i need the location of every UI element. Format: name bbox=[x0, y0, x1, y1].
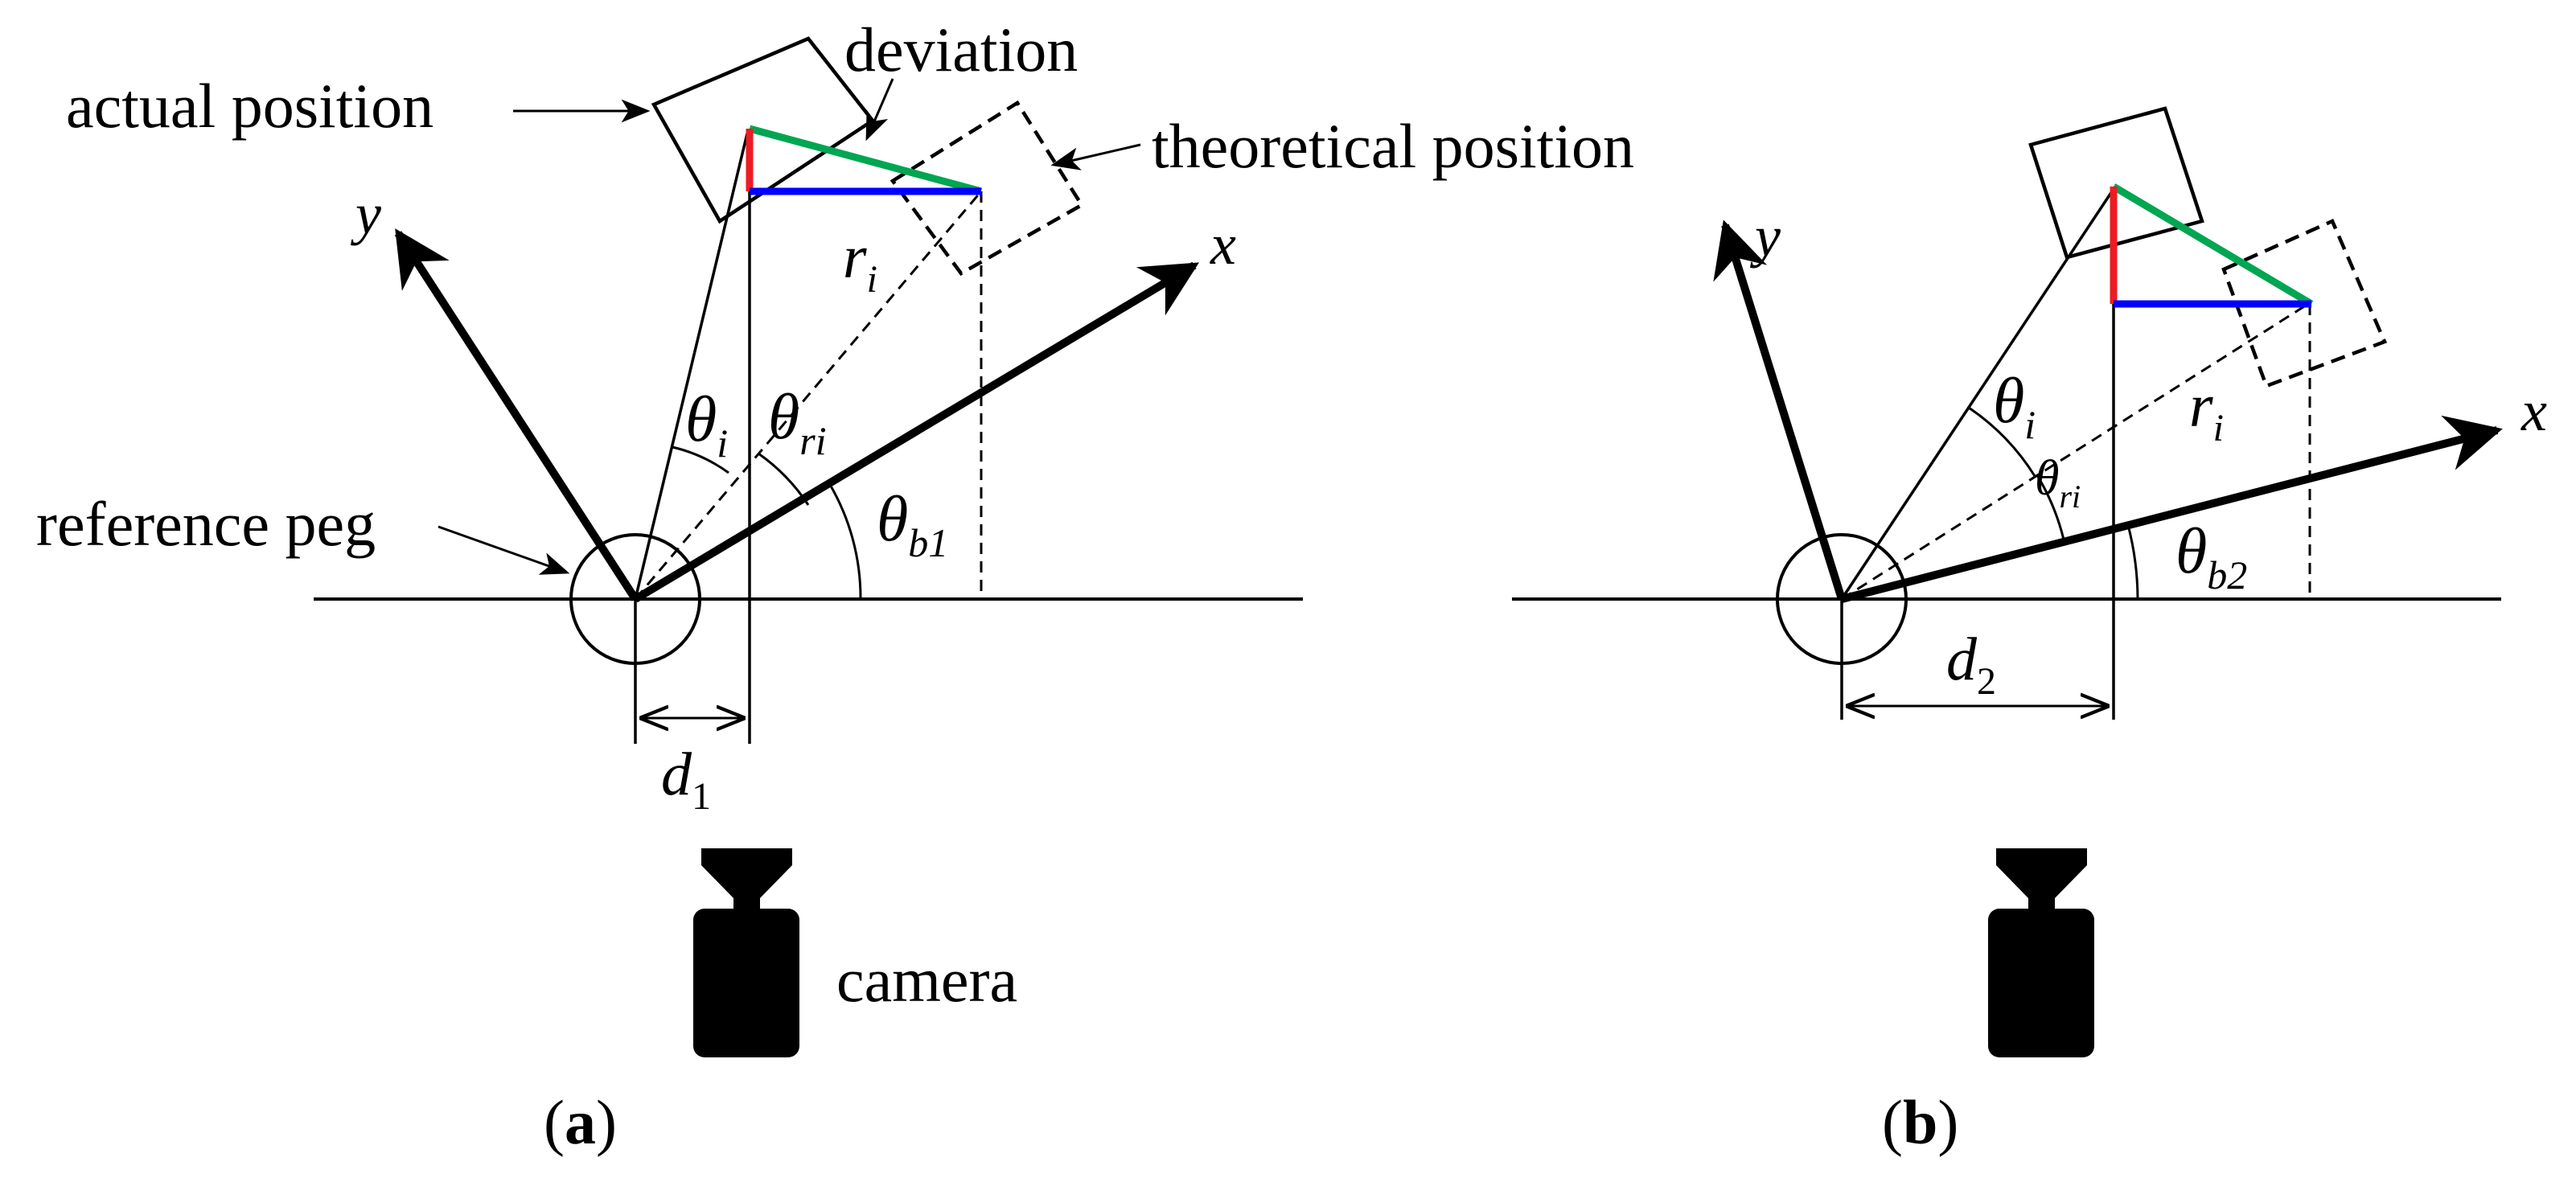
d2-label: d2 bbox=[1946, 626, 1996, 703]
deviation-line-a bbox=[748, 125, 983, 195]
reference-peg-pointer bbox=[438, 525, 570, 575]
angle-arc-theta-ri-a bbox=[758, 452, 810, 506]
theta-b1-label-a: θb1 bbox=[877, 484, 948, 565]
camera-label: camera bbox=[836, 945, 1017, 1015]
deviation-label: deviation bbox=[844, 14, 1078, 84]
x-axis-b bbox=[1840, 415, 2503, 603]
angle-arc-theta-b2-b bbox=[2126, 524, 2139, 600]
d1-label: d1 bbox=[661, 741, 711, 818]
actual-position-ray-a bbox=[634, 129, 750, 600]
x-axis-a bbox=[633, 261, 1200, 603]
angle-arc-theta-ri-b bbox=[2036, 474, 2065, 540]
theta-i-label-b: θi bbox=[1993, 366, 2036, 447]
actual-position-label: actual position bbox=[66, 71, 433, 141]
x-axis-label-a: x bbox=[1210, 212, 1236, 277]
theoretical-position-pointer bbox=[1050, 143, 1141, 170]
theta-ri-label-a: θri bbox=[768, 382, 827, 463]
y-axis-b bbox=[1713, 220, 1846, 601]
y-axis-a bbox=[394, 228, 639, 601]
angle-arc-theta-b1-a bbox=[828, 482, 862, 600]
theoretical-position-label: theoretical position bbox=[1152, 111, 1634, 181]
theoretical-position-square-b bbox=[2221, 219, 2388, 388]
theoretical-position-square-a bbox=[889, 100, 1085, 276]
actual-position-square-b bbox=[2028, 106, 2204, 260]
panel-a: actual position deviation theoretical po… bbox=[36, 14, 1634, 1157]
panel-b: y x ri θi θri θb2 d2 (b) bbox=[1512, 106, 2547, 1157]
deviation-line-b bbox=[2111, 183, 2314, 307]
theoretical-position-ray-a bbox=[634, 191, 983, 600]
r-i-label-b: ri bbox=[2189, 372, 2224, 449]
camera-icon-b bbox=[1988, 848, 2094, 1057]
deviation-pointer bbox=[865, 78, 894, 142]
reference-peg-label: reference peg bbox=[36, 489, 376, 559]
camera-icon bbox=[693, 848, 799, 1057]
y-axis-label-a: y bbox=[350, 182, 381, 246]
y-axis-label-b: y bbox=[1749, 204, 1781, 269]
angle-arc-theta-i-b bbox=[1968, 406, 2036, 477]
x-axis-label-b: x bbox=[2521, 379, 2547, 443]
r-i-label-a: ri bbox=[843, 224, 877, 301]
theta-b2-label-b: θb2 bbox=[2175, 516, 2247, 597]
theta-ri-label-b: θri bbox=[2035, 451, 2081, 515]
theta-i-label-a: θi bbox=[685, 384, 728, 466]
panel-b-label: (b) bbox=[1882, 1087, 1958, 1157]
panel-a-label: (a) bbox=[544, 1087, 617, 1157]
angle-arc-theta-i-a bbox=[672, 445, 729, 474]
